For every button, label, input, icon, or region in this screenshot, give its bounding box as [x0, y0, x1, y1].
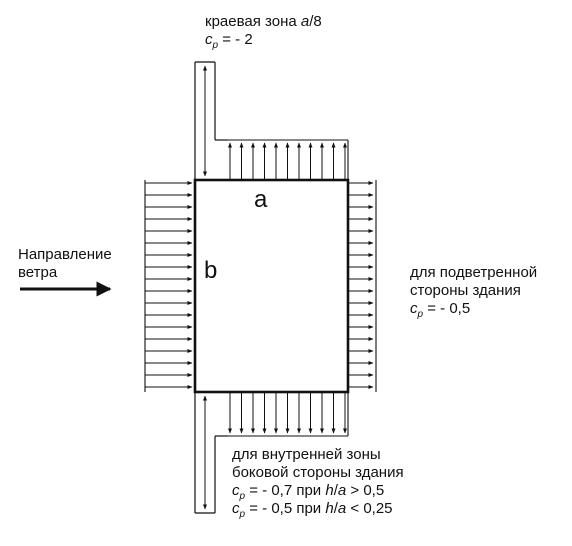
inner-cond2-var-a: a	[337, 500, 347, 517]
inner-cond2-text: = - 0,5 при	[245, 500, 326, 517]
edge-zone-coef-symbol: c	[205, 31, 213, 48]
inner-cond2-rest: < 0,25	[346, 500, 393, 517]
edge-zone-coef-value: = - 2	[218, 31, 253, 48]
wind-direction-label-line2: ветра	[18, 264, 58, 281]
edge-zone-coefficient: cp = - 2	[205, 31, 253, 55]
inner-cond2-var-h: h	[325, 500, 334, 517]
inner-zone-label-line2: боковой стороны здания	[232, 464, 404, 481]
inner-cond1-var-h: h	[325, 482, 334, 499]
leeward-coefficient: cp = - 0,5	[410, 300, 470, 324]
edge-zone-label-var: a	[300, 13, 310, 30]
building-side-a-label: a	[254, 186, 268, 213]
inner-cond1-rest: > 0,5	[346, 482, 385, 499]
edge-zone-label-text: краевая зона	[205, 13, 301, 30]
inner-cond1-sub: p	[239, 491, 246, 502]
side-suction-arrows-top	[228, 142, 347, 180]
building-side-b-label: b	[204, 257, 218, 284]
inner-zone-condition-2: cp = - 0,5 при h/a < 0,25	[232, 500, 393, 524]
windward-pressure-arrows	[145, 181, 193, 389]
leeward-label-line2: стороны здания	[410, 282, 521, 299]
edge-zone-band-top	[194, 61, 228, 180]
inner-cond1-slash: /	[333, 482, 338, 499]
leeward-label-line1: для подветренной	[410, 264, 538, 281]
inner-cond2-slash: /	[333, 500, 338, 517]
inner-cond1-text: = - 0,7 при	[245, 482, 326, 499]
inner-cond1-var-a: a	[337, 482, 347, 499]
building-plan	[193, 178, 350, 394]
edge-zone-coef-sub: p	[212, 40, 219, 51]
edge-zone-label-suffix: /8	[309, 13, 322, 30]
pressure-envelopes	[144, 139, 377, 437]
leeward-coef-sub: p	[417, 309, 424, 320]
wind-direction-label-line1: Направление	[18, 246, 112, 263]
leeward-coef-symbol: c	[410, 300, 418, 317]
edge-zone-label: краевая зона a/8	[205, 13, 322, 31]
inner-zone-condition-1: cp = - 0,7 при h/a > 0,5	[232, 482, 384, 506]
inner-cond2-symbol: c	[232, 500, 240, 517]
edge-zone-band-bottom	[194, 392, 228, 514]
leeward-coef-value: = - 0,5	[423, 300, 471, 317]
inner-cond2-sub: p	[239, 509, 246, 520]
inner-cond1-symbol: c	[232, 482, 240, 499]
side-suction-arrows-bottom	[228, 392, 347, 434]
leeward-suction-arrows	[348, 181, 374, 389]
inner-zone-label-line1: для внутренней зоны	[232, 446, 381, 463]
